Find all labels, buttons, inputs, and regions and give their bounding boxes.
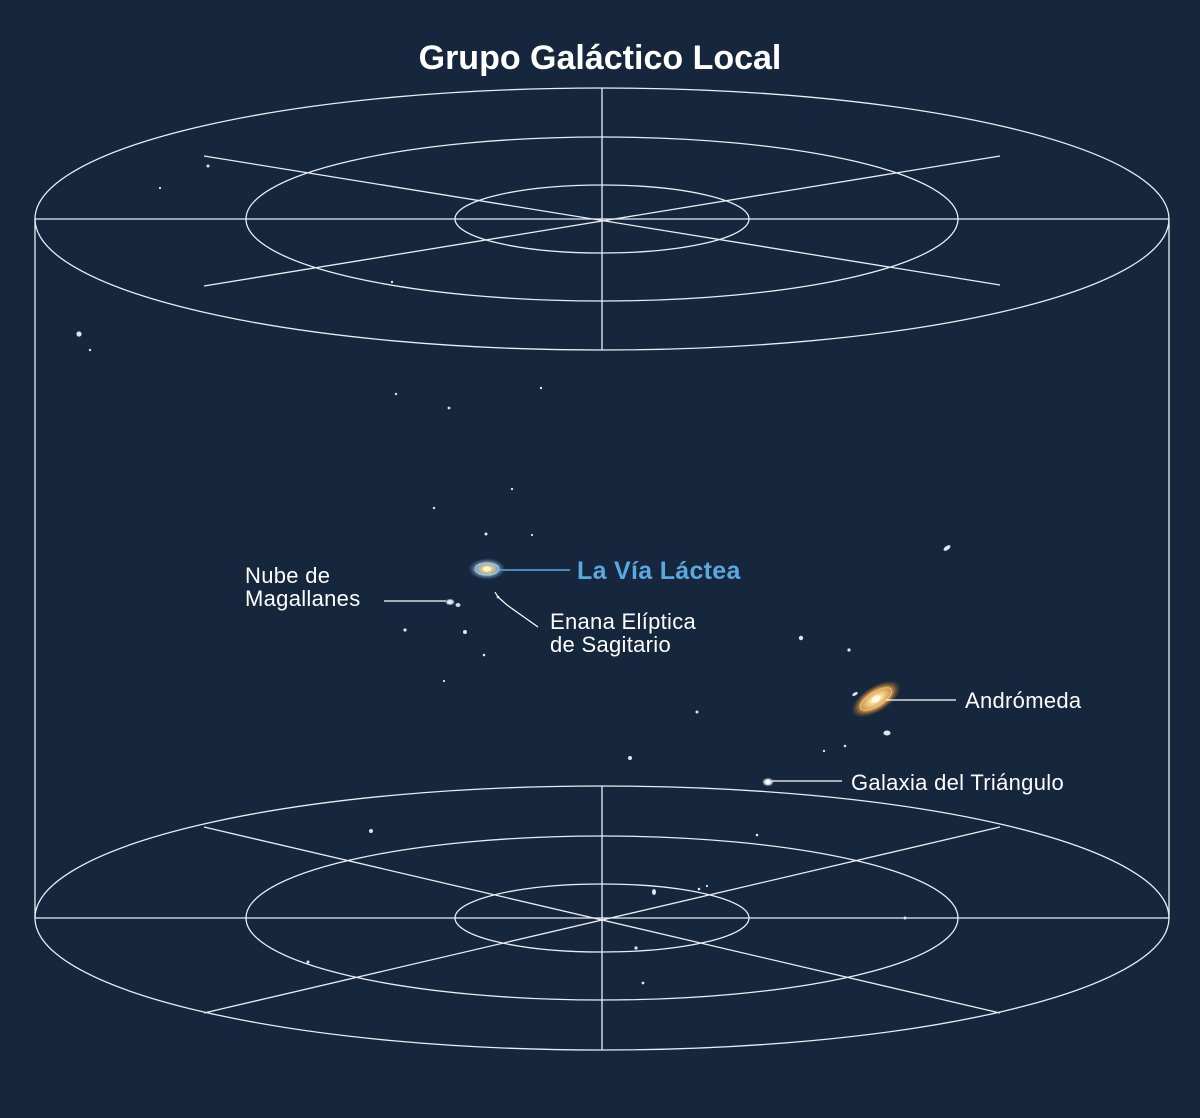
dwarf-galaxy: [697, 887, 701, 891]
dwarf-galaxy: [755, 833, 759, 837]
magellanic-label: Nube de Magallanes: [245, 563, 361, 611]
dwarf-galaxy: [158, 186, 162, 190]
dwarf-galaxy: [695, 710, 699, 714]
dwarf-galaxy: [390, 280, 394, 284]
dwarf-galaxy: [306, 960, 310, 964]
dwarf-galaxy: [883, 730, 891, 736]
sagittarius-label-line1: Enana Elíptica: [550, 609, 697, 634]
triangulum-label: Galaxia del Triángulo: [851, 770, 1064, 795]
andromeda-label: Andrómeda: [965, 688, 1082, 713]
andromeda-arm: [859, 687, 893, 711]
top-disc: [34, 87, 1170, 351]
dwarf-galaxy: [903, 916, 907, 920]
dwarf-galaxy: [847, 648, 851, 652]
dwarf-galaxy: [369, 829, 373, 833]
dwarf-galaxy: [843, 744, 847, 748]
dwarf-galaxy: [88, 348, 92, 352]
dwarf-galaxy: [206, 164, 210, 168]
triangulum-core: [766, 780, 770, 784]
bottom-disc: [34, 785, 1170, 1051]
dwarf-galaxy: [628, 756, 632, 760]
magellanic-label-line2: Magallanes: [245, 586, 361, 611]
dwarf-galaxy: [447, 406, 451, 410]
dwarf-galaxy: [484, 532, 488, 536]
milky-way-core: [483, 566, 491, 572]
large-magellanic-cloud: [445, 598, 455, 606]
dwarf-galaxy: [510, 487, 514, 491]
triangulum-galaxy: [762, 777, 774, 787]
magellanic-clouds: [445, 598, 461, 607]
dwarf-galaxy: [442, 679, 446, 683]
dwarf-galaxy: [463, 630, 467, 634]
dwarf-galaxy: [403, 628, 407, 632]
sagittarius-leader: [494, 591, 539, 628]
dwarf-galaxy: [798, 635, 804, 641]
bottom-disc-diagonal-b: [203, 826, 1001, 1014]
dwarf-galaxy: [76, 331, 82, 337]
andromeda-core: [871, 695, 881, 703]
small-magellanic-cloud: [455, 603, 461, 607]
sagittarius-label: Enana Elíptica de Sagitario: [550, 609, 703, 657]
magellanic-label-line1: Nube de: [245, 563, 330, 588]
andromeda-satellite: [852, 692, 858, 696]
dwarf-galaxy: [432, 506, 436, 510]
dwarf-galaxy: [822, 749, 826, 753]
top-disc-diagonal-b: [203, 155, 1001, 287]
dwarf-galaxy: [530, 533, 534, 537]
dwarf-galaxy: [641, 981, 645, 985]
dwarf-galaxy: [943, 545, 951, 551]
dwarf-galaxies: [76, 164, 951, 985]
diagram-title: Grupo Galáctico Local: [419, 39, 782, 77]
milky-way-label: La Vía Láctea: [577, 557, 741, 585]
milky-way-galaxy: [468, 558, 506, 580]
andromeda-galaxy: [851, 680, 901, 718]
milky-way-arm: [474, 562, 500, 576]
dwarf-galaxy: [705, 884, 709, 888]
cylinder-walls: [34, 219, 1170, 918]
sagittarius-label-line2: de Sagitario: [550, 632, 671, 657]
dwarf-galaxy: [652, 889, 656, 895]
dwarf-galaxy: [539, 386, 543, 390]
dwarf-galaxy: [634, 946, 638, 950]
dwarf-galaxy: [394, 392, 398, 396]
dwarf-galaxy: [482, 653, 486, 657]
